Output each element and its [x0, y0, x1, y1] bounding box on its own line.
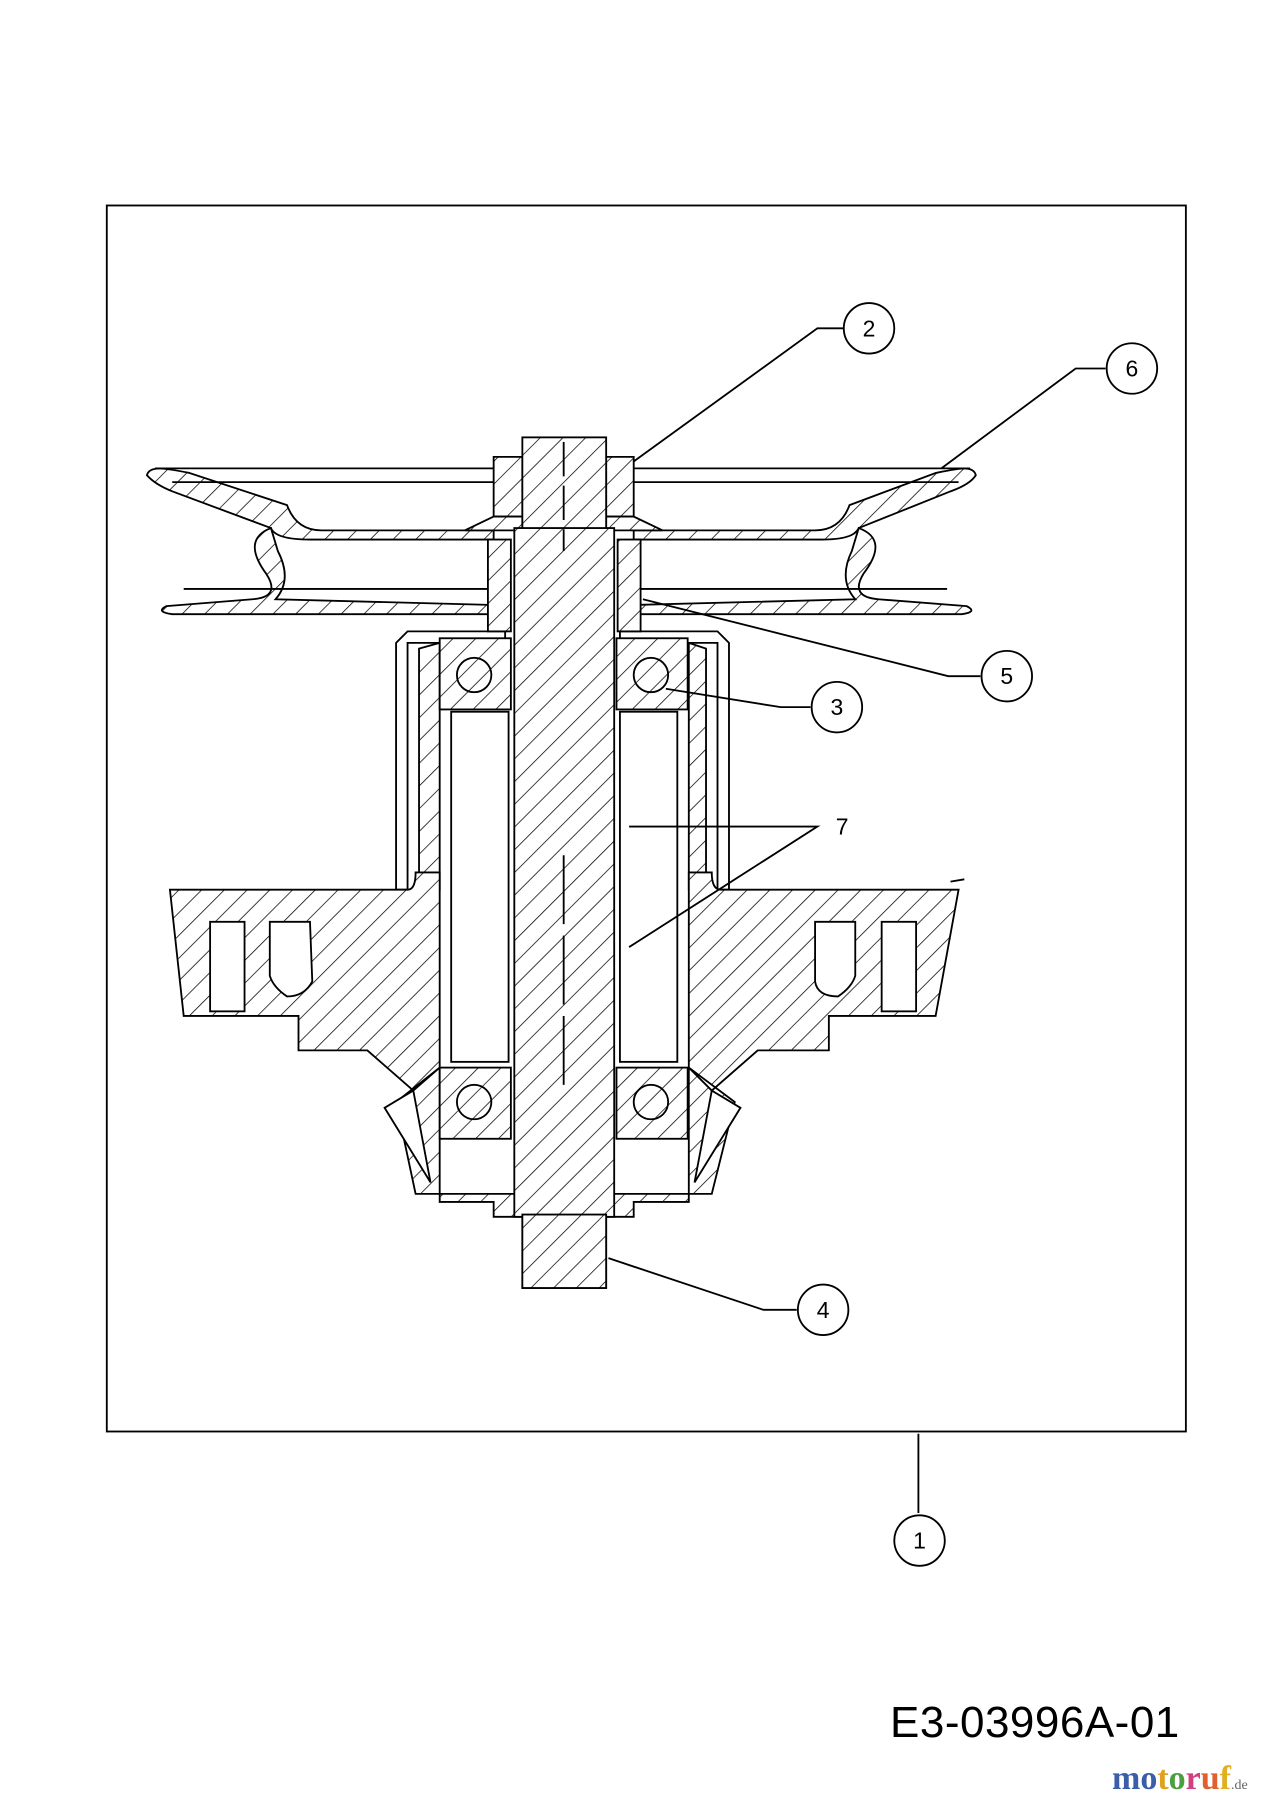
callout-7-label[interactable]: 7: [836, 814, 849, 840]
svg-text:1: 1: [913, 1528, 926, 1554]
svg-text:4: 4: [817, 1297, 830, 1323]
svg-text:3: 3: [831, 694, 844, 720]
drawing-code: E3-03996A-01: [890, 1698, 1180, 1747]
svg-text:5: 5: [1000, 663, 1013, 689]
motoruf-logo: motoruf.de: [1112, 1760, 1248, 1798]
callout-4[interactable]: 4: [796, 1283, 850, 1336]
logo-text: motoruf: [1112, 1760, 1231, 1797]
callout-6[interactable]: 6: [1105, 342, 1159, 395]
logo-suffix: .de: [1231, 1778, 1248, 1793]
spindle-housing: [168, 630, 960, 1289]
callout-3[interactable]: 3: [810, 680, 864, 734]
svg-text:6: 6: [1126, 356, 1139, 382]
callout-5[interactable]: 5: [980, 649, 1033, 703]
spindle-shaft: [486, 436, 642, 1289]
assembly-frame: [105, 204, 1187, 1433]
svg-text:2: 2: [863, 315, 876, 341]
pulley: [145, 455, 977, 616]
bearings: [438, 637, 689, 1140]
callout-1[interactable]: 1: [893, 1514, 946, 1567]
callout-2[interactable]: 2: [842, 302, 896, 355]
